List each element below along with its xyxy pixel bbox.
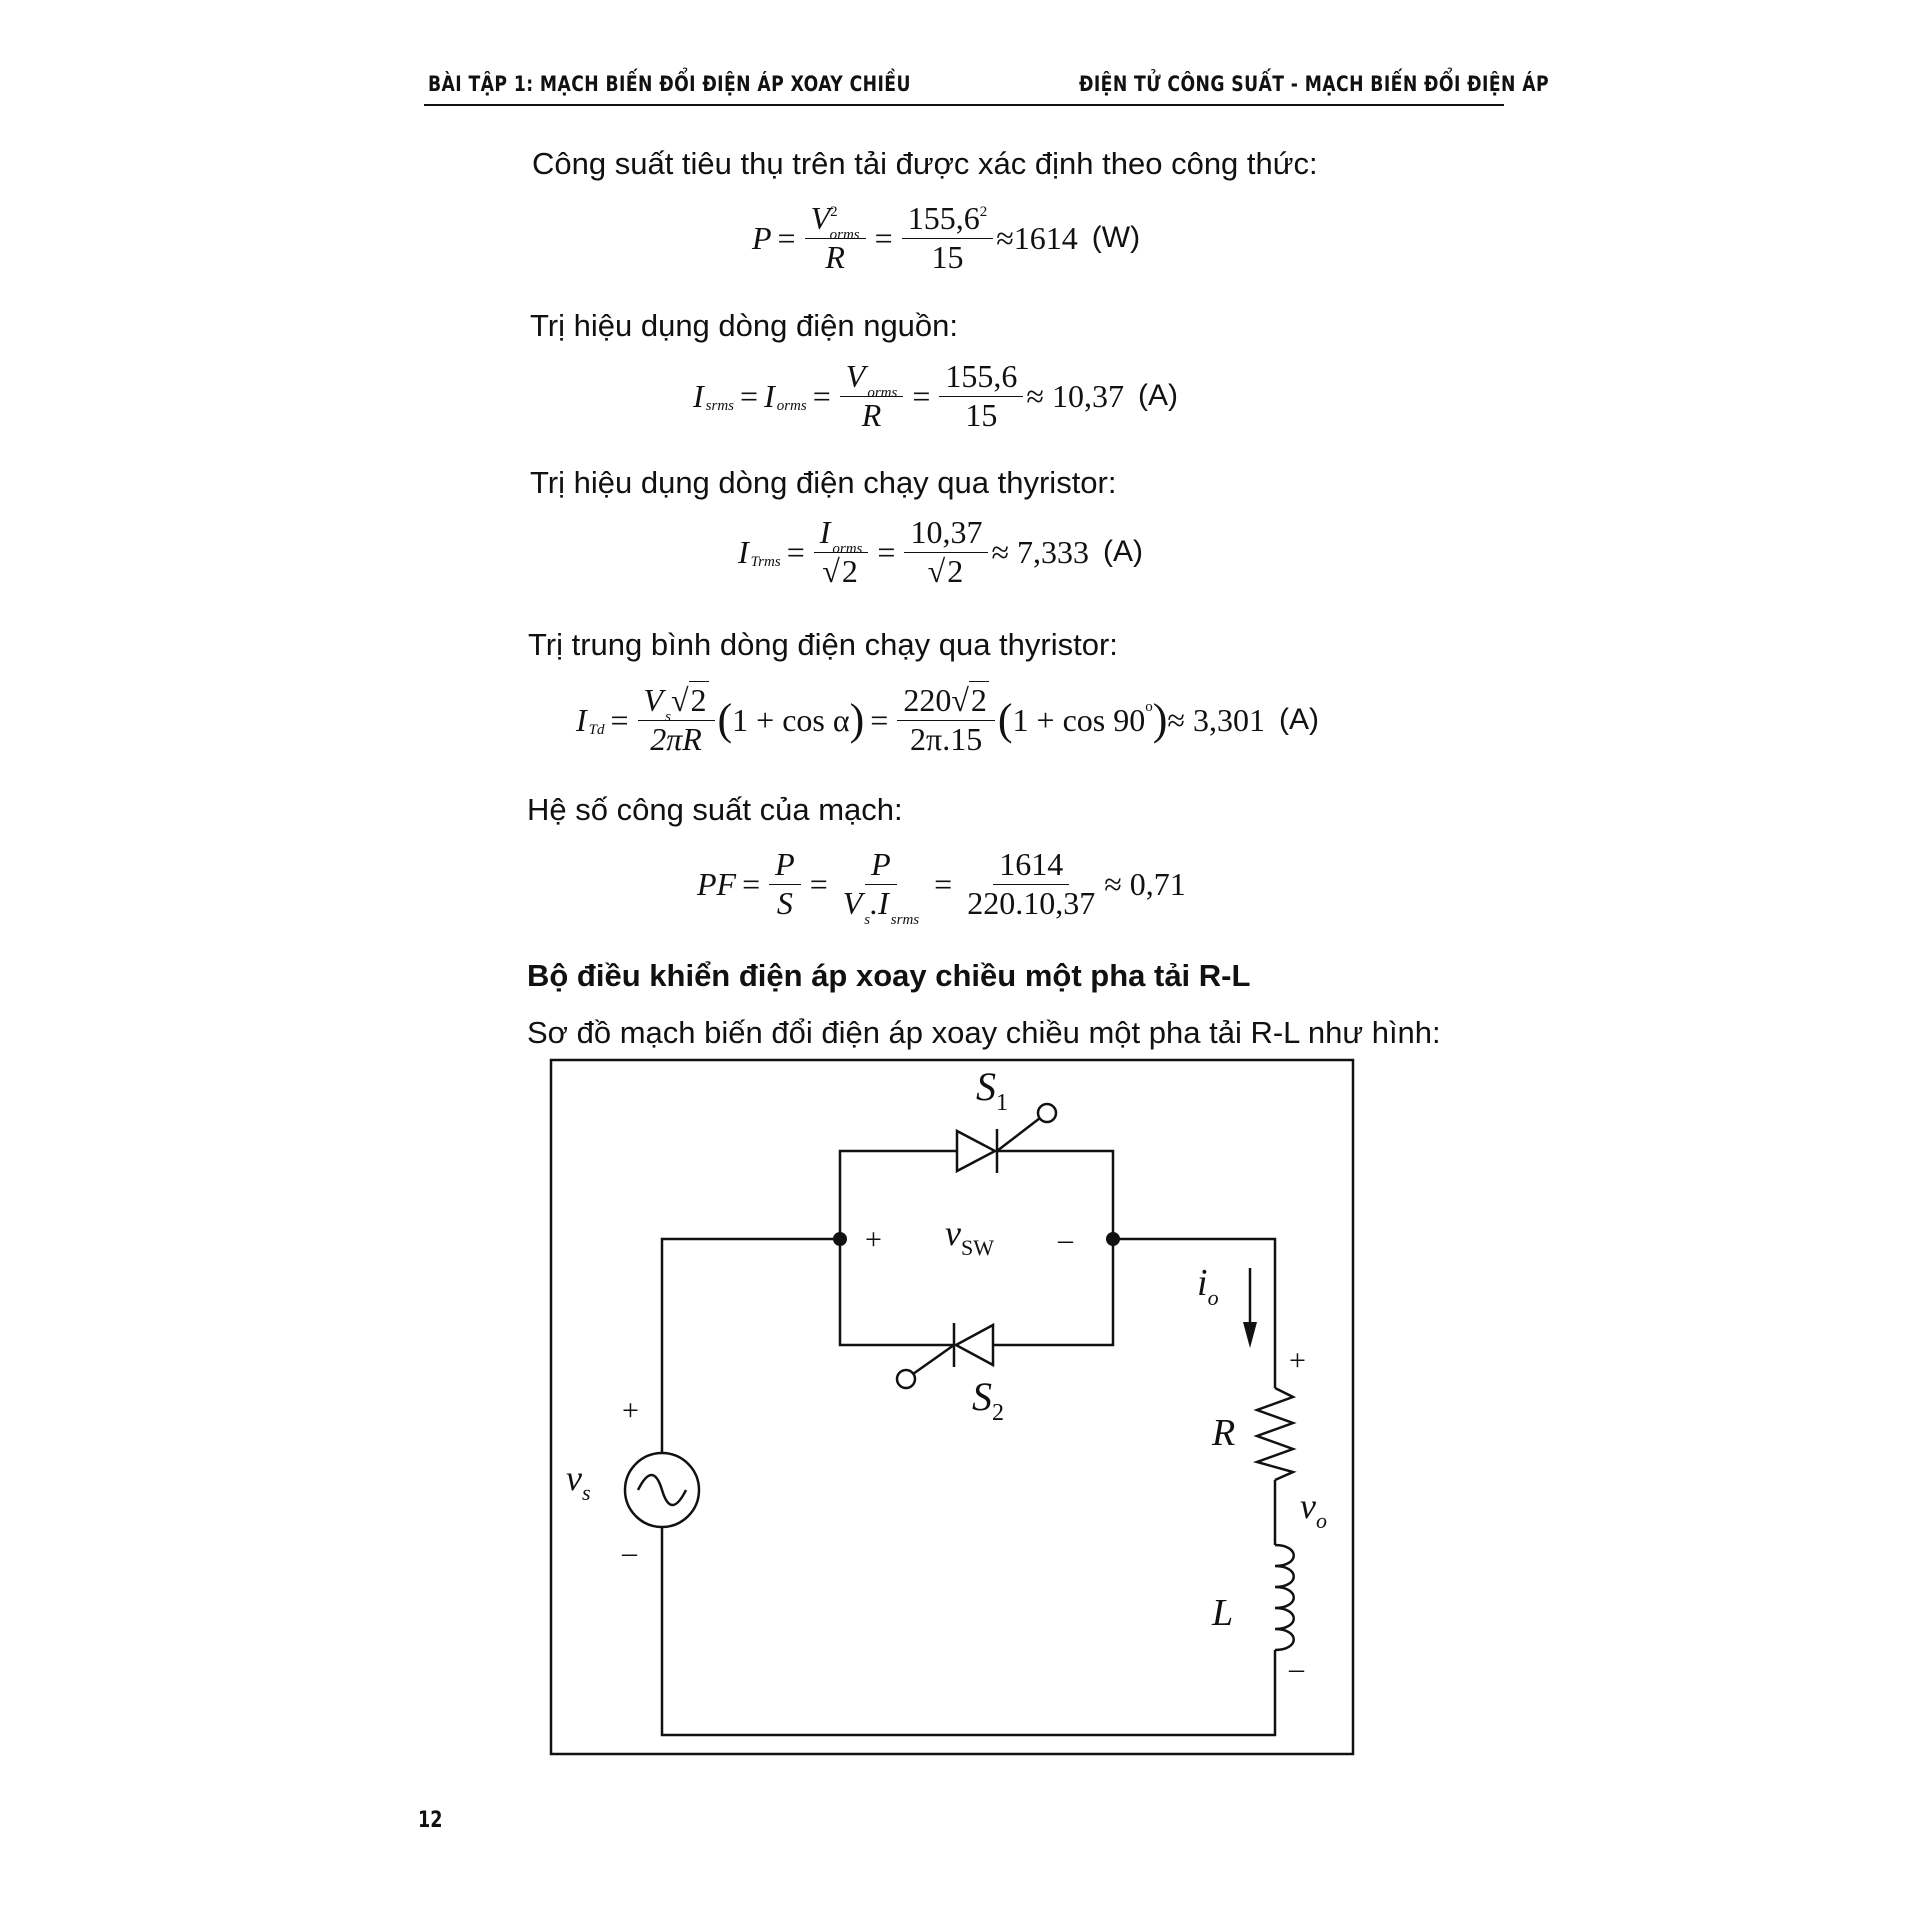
thyristor-s1-body bbox=[955, 1128, 998, 1174]
thyristor-s1-gate-terminal bbox=[1036, 1102, 1058, 1124]
label-vs-plus: + bbox=[622, 1394, 639, 1427]
wire-bottom bbox=[660, 1527, 1277, 1737]
wire-right-top bbox=[1113, 1237, 1277, 1388]
fraction: 10,37 √2 bbox=[904, 515, 989, 589]
eq-result: ≈ 0,71 bbox=[1104, 865, 1186, 902]
label-vs-minus: – bbox=[621, 1536, 638, 1569]
fraction: 1614 220.10,37 bbox=[967, 846, 1096, 921]
eq-result: ≈ 3,301 bbox=[1167, 701, 1265, 738]
label-r: R bbox=[1211, 1412, 1235, 1454]
label-vsw-plus: + bbox=[865, 1223, 882, 1256]
paragraph-thyristor-rms: Trị hiệu dụng dòng điện chạy qua thyrist… bbox=[530, 465, 1117, 500]
eq-result: ≈ 10,37 bbox=[1026, 377, 1124, 414]
fraction: V2orms R bbox=[804, 201, 866, 274]
thyristor-s2-gate bbox=[912, 1343, 955, 1376]
label-s2: S2 bbox=[972, 1374, 1004, 1426]
paragraph-thyristor-avg: Trị trung bình dòng điện chạy qua thyris… bbox=[528, 627, 1118, 662]
equation-power: P= V2orms R = 155,62 15 ≈1614 (W) bbox=[752, 200, 1141, 275]
node-right bbox=[1106, 1232, 1120, 1246]
thyristor-s2-gate-terminal bbox=[895, 1368, 917, 1390]
eq-lhs: P bbox=[752, 219, 772, 256]
resistor-r bbox=[1252, 1386, 1297, 1482]
label-l: L bbox=[1211, 1592, 1233, 1634]
label-vo: vo bbox=[1300, 1486, 1327, 1533]
label-vo-minus: – bbox=[1288, 1652, 1305, 1685]
label-s1: S1 bbox=[976, 1064, 1008, 1116]
wire-s1-right bbox=[997, 1149, 1115, 1239]
label-vo-plus: + bbox=[1289, 1344, 1306, 1377]
wire-left-top bbox=[660, 1237, 840, 1453]
header-rule bbox=[424, 104, 1504, 106]
node-left bbox=[833, 1232, 847, 1246]
label-vs: vs bbox=[566, 1458, 591, 1505]
wire-s1-left bbox=[838, 1149, 957, 1239]
fraction: P S bbox=[769, 847, 801, 920]
eq-result: ≈ 7,333 bbox=[991, 533, 1090, 570]
label-vsw: vSW bbox=[945, 1213, 994, 1260]
inductor-l bbox=[1274, 1543, 1295, 1652]
paragraph-source-rms: Trị hiệu dụng dòng điện nguồn: bbox=[530, 308, 959, 343]
section-heading: Bộ điều khiển điện áp xoay chiều một pha… bbox=[527, 958, 1251, 993]
thyristor-s2-body bbox=[953, 1322, 995, 1368]
wire-s2-left bbox=[838, 1239, 954, 1347]
figure-frame bbox=[549, 1058, 1355, 1756]
thyristor-s1-gate bbox=[996, 1117, 1041, 1152]
running-header-right: ĐIỆN TỬ CÔNG SUẤT - MẠCH BIẾN ĐỔI ĐIỆN Á… bbox=[1079, 72, 1549, 96]
label-vsw-minus: – bbox=[1057, 1223, 1074, 1256]
paragraph-power: Công suất tiêu thụ trên tải được xác địn… bbox=[532, 146, 1318, 181]
ac-source-sine bbox=[636, 1473, 688, 1507]
ac-source bbox=[623, 1451, 701, 1529]
label-io: io bbox=[1197, 1262, 1219, 1310]
current-arrow-head bbox=[1243, 1322, 1257, 1348]
eq-result: ≈1614 bbox=[996, 219, 1078, 256]
fraction: 155,6 15 bbox=[939, 359, 1024, 432]
wire-s2-right bbox=[993, 1239, 1115, 1347]
fraction: 155,62 15 bbox=[901, 201, 994, 274]
page-number: 12 bbox=[418, 1808, 443, 1833]
running-header-left: BÀI TẬP 1: MẠCH BIẾN ĐỔI ĐIỆN ÁP XOAY CH… bbox=[428, 72, 911, 96]
paragraph-circuit-intro: Sơ đồ mạch biến đổi điện áp xoay chiều m… bbox=[527, 1015, 1441, 1050]
fraction: 220√2 2π.15 bbox=[897, 681, 995, 756]
paragraph-power-factor: Hệ số công suất của mạch: bbox=[527, 792, 903, 827]
